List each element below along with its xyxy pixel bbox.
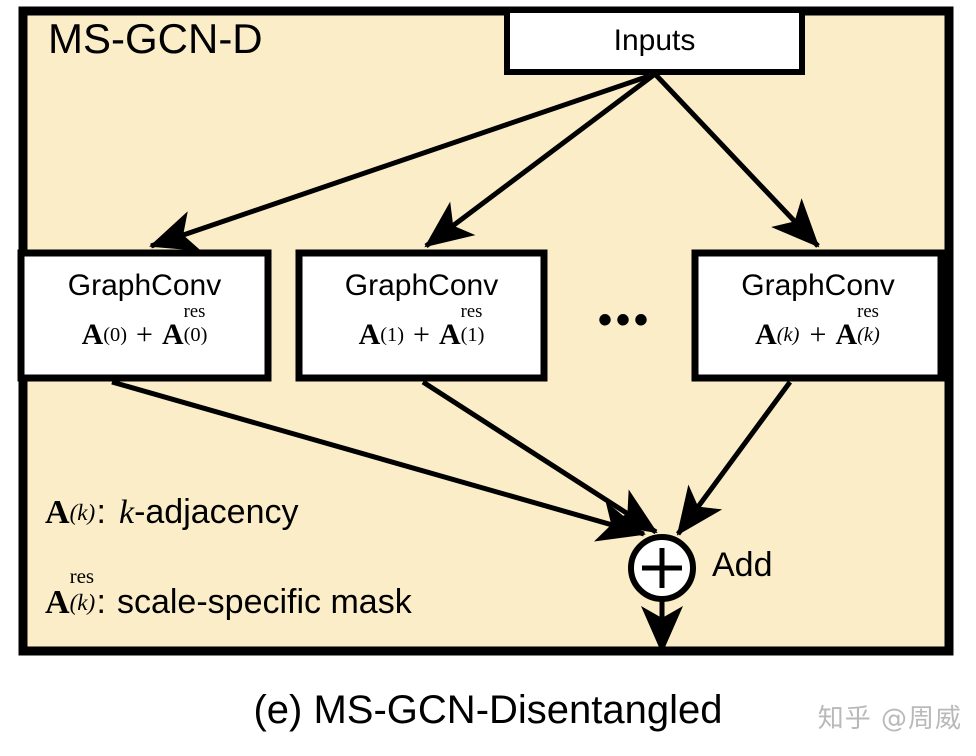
graphconv-1-supsub-stack: resres(1) xyxy=(460,301,485,352)
graphconv-1-title: GraphConv xyxy=(344,269,499,302)
graphconv-0-sub1-stack: (0)(0) xyxy=(103,318,127,352)
graphconv-1-subscript-1: (1) xyxy=(380,324,405,347)
legend-0-matrix: A xyxy=(45,494,70,531)
graphconv-1-sub1-stack: (1)(1) xyxy=(380,318,404,352)
legend-1-matrix: A xyxy=(45,584,70,621)
graphconv-2-matrix-a2: A xyxy=(835,318,858,351)
legend-item-mask: Aresres(k): scale-specific mask xyxy=(45,565,412,621)
graphconv-1-matrix-a2: A xyxy=(438,318,461,351)
legend-1-text: scale-specific mask xyxy=(116,583,412,621)
graphconv-1-title-wrap: GraphConv xyxy=(299,269,544,303)
edge-branch-1-to-adder xyxy=(421,379,658,535)
watermark: 知乎 @周威 xyxy=(817,704,962,734)
graphconv-0-operator: + xyxy=(136,318,153,351)
legend-1-subscript: (k) xyxy=(69,589,96,616)
edge-branch-0-to-adder xyxy=(111,379,646,542)
graphconv-0-supsub-stack: resres(0) xyxy=(183,301,208,352)
edge-branch-2-to-adder xyxy=(675,380,793,536)
panel-title: MS-GCN-D xyxy=(48,15,263,62)
legend-item-adjacency: A(k)(k): k-adjacency xyxy=(45,495,298,530)
graphconv-box-0[interactable] xyxy=(17,249,272,382)
graphconv-0-matrix-a2: A xyxy=(161,318,184,351)
graphconv-1-subscript-2: (1) xyxy=(460,324,485,347)
graphconv-1-superscript: res xyxy=(460,300,483,322)
add-node-label: Add xyxy=(712,546,773,584)
inputs-node-label: Inputs xyxy=(613,24,696,57)
graphconv-1-formula: A(1)(1)+Aresres(1) xyxy=(299,301,544,352)
legend-1-superscript: res xyxy=(69,563,95,588)
graphconv-2-subscript-1: (k) xyxy=(776,324,800,347)
edge-input-to-branch-0 xyxy=(149,71,656,252)
edge-input-to-branch-2 xyxy=(653,72,820,248)
graphconv-box-2[interactable] xyxy=(691,249,945,382)
legend-0-italic-k: k xyxy=(118,494,135,531)
graphconv-2-formula: A(k)(k)+Aresres(k) xyxy=(695,301,941,352)
graphconv-2-supsub-stack: resres(k) xyxy=(857,301,881,352)
graphconv-0-formula: A(0)(0)+Aresres(0) xyxy=(21,301,268,352)
branches-ellipsis: ••• xyxy=(598,298,653,342)
graphconv-2-sub1-stack: (k)(k) xyxy=(777,318,801,352)
edge-input-to-branch-1 xyxy=(424,72,657,248)
graphconv-box-1[interactable] xyxy=(295,249,548,382)
inputs-node-box[interactable] xyxy=(504,7,805,75)
legend-1-separator: : xyxy=(96,583,106,621)
legend-0-subscript: (k) xyxy=(69,499,96,526)
graphconv-2-matrix-a1: A xyxy=(755,318,777,351)
graphconv-0-subscript-1: (0) xyxy=(103,324,128,347)
graphconv-1-matrix-a1: A xyxy=(358,318,381,351)
graphconv-2-title: GraphConv xyxy=(741,269,895,302)
graphconv-2-title-wrap: GraphConv xyxy=(695,269,941,303)
legend-0-sub-stack: (k)(k) xyxy=(70,495,97,529)
inputs-node-label-wrap: Inputs xyxy=(507,24,802,58)
legend-1-supsub-stack: resres(k) xyxy=(69,565,97,619)
graphconv-2-operator: + xyxy=(809,318,827,351)
graphconv-0-superscript: res xyxy=(183,300,206,322)
graphconv-0-matrix-a1: A xyxy=(81,318,104,351)
graphconv-0-subscript-2: (0) xyxy=(183,324,208,347)
graphconv-2-superscript: res xyxy=(857,300,879,322)
legend-0-text: -adjacency xyxy=(134,493,299,531)
graphconv-0-title: GraphConv xyxy=(67,269,222,302)
figure-caption: (e) MS-GCN-Disentangled xyxy=(253,688,723,732)
graphconv-2-subscript-2: (k) xyxy=(857,324,880,347)
graphconv-0-title-wrap: GraphConv xyxy=(21,269,268,303)
graphconv-1-operator: + xyxy=(413,318,430,351)
legend-0-separator: : xyxy=(96,493,106,531)
